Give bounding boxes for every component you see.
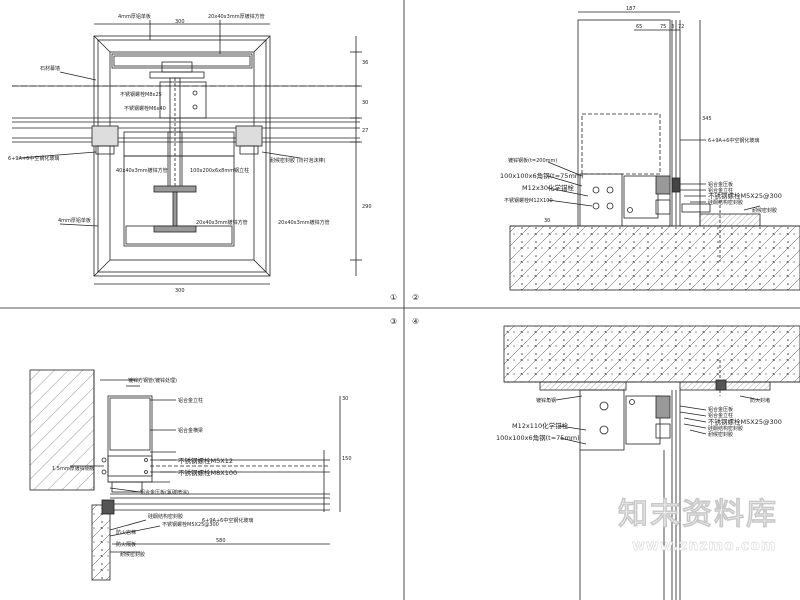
p1-tube-40: 40x40x3mm镀锌方管: [116, 167, 168, 174]
p3-label-2: 铝合金立柱: [178, 397, 203, 404]
p3-label-4: 不锈钢螺栓M5X12: [178, 456, 233, 465]
p2-dim-d: 72: [678, 24, 684, 30]
p1-label-mid1: 不锈钢螺栓M8x25: [120, 91, 162, 98]
p1-dim-d4: 290: [362, 204, 372, 210]
p1-dim-d2: 30: [362, 100, 368, 106]
p3-dim-mid: 150: [342, 456, 352, 462]
p3-dim-top: 30: [342, 396, 348, 402]
panel-4-top-section: [503, 325, 800, 600]
p2-glass: 6+9A+6中空钢化玻璃: [708, 137, 759, 144]
watermark-logo: 知末资料库 www.znzmo.com: [618, 497, 778, 555]
p2-right-3: 不锈钢螺栓M5X25@300: [708, 191, 782, 200]
p2-label-1: 镀锌钢板(t=200mm): [508, 157, 557, 164]
p1-label-top-left: 石材幕墙: [40, 65, 60, 72]
detail-mark-1: ①: [390, 293, 397, 302]
watermark-url: www.znzmo.com: [632, 538, 777, 554]
p1-dim-w-top: 300: [175, 19, 185, 25]
p2-dim-a: 65: [636, 24, 642, 30]
p3-label-7: 铝合金压板(氟碳喷涂): [140, 489, 189, 496]
detail-mark-3: ③: [390, 317, 397, 326]
p1-dim-w-bottom: 300: [175, 288, 185, 294]
p3-label-6: 1.5mm厚镀锌钢板: [52, 465, 95, 472]
p2-dim-b: 75: [660, 24, 666, 30]
panel-1-horizontal-section: [12, 20, 362, 285]
detail-mark-2: ②: [412, 293, 419, 302]
p4-right-3: 不锈钢螺栓M5X25@300: [708, 417, 782, 426]
p1-plate-top: 4mm厚铝单板: [118, 13, 151, 20]
p3-label-3: 铝合金横梁: [178, 427, 203, 434]
p4-label-1: 镀锌角钢: [536, 397, 556, 404]
panel-2-labels: 187 65 75 3 72 345 6+9A+6中空钢化玻璃 镀锌钢板(t=2…: [412, 6, 782, 302]
p2-right-2: 铝合金立柱: [708, 187, 733, 194]
p2-dim-c: 3: [671, 24, 674, 30]
panel-2-base-section: [509, 11, 800, 291]
p4-label-3: 100x100x6角钢(t=75mm): [496, 433, 580, 442]
p2-label-3: M12x30化学锚栓: [522, 183, 574, 192]
p3-label-5: 不锈钢螺栓M8X100: [178, 468, 237, 477]
panel-1-labels: 4mm厚铝单板 20x40x3mm厚镀锌方管 300 石材幕墙 不锈钢螺栓M8x…: [8, 13, 397, 302]
p1-dim-d1: 36: [362, 60, 368, 66]
p3-label-12: 防火隔板: [116, 541, 136, 548]
p4-right-5: 耐候密封胶: [708, 431, 733, 438]
p3-label-9: 不锈钢螺栓M5X25@300: [162, 521, 219, 528]
p1-tube-100: 100x200x6x8mm钢立柱: [190, 167, 249, 174]
p2-right-4: 硅酮结构密封胶: [708, 199, 743, 206]
p1-sealant-right: 耐候密封胶 (背衬泡沫棒): [270, 157, 326, 164]
p4-right-4: 硅酮结构密封胶: [708, 425, 743, 432]
panel-3-labels: 镀锌方钢管(镀锌处理) 30 铝合金立柱 铝合金横梁 150 不锈钢螺栓M5X1…: [52, 317, 397, 558]
p3-label-8: 硅酮结构密封胶: [148, 513, 183, 520]
p2-label-4: 不锈钢螺栓M12X100: [504, 197, 553, 204]
p4-right-1: 铝合金压板: [708, 406, 733, 413]
p2-dim-side: 345: [702, 116, 712, 122]
p2-right-5: 耐候密封胶: [752, 207, 777, 214]
p4-right-2: 铝合金立柱: [708, 412, 733, 419]
p3-label-10: 6+9A+6中空钢化玻璃: [202, 517, 253, 524]
p4-label-2: M12x110化学锚栓: [512, 421, 569, 430]
p2-label-2: 100x100x6角钢(t=75mm): [500, 171, 584, 180]
p1-tube-b1: 20x40x3mm镀锌方管: [196, 219, 248, 226]
p4-right-6: 防火封堵: [750, 397, 770, 404]
p1-glass-left: 6+9A+6中空钢化玻璃: [8, 155, 59, 162]
panel-3-side-section: [29, 369, 341, 581]
p1-label-mid2: 不锈钢螺栓M6x40: [124, 105, 166, 112]
p1-tube-top: 20x40x3mm厚镀锌方管: [208, 13, 265, 20]
watermark-name: 知末资料库: [618, 497, 778, 532]
p3-label-11: 防火岩棉: [116, 529, 136, 536]
p2-right-1: 铝合金压板: [708, 181, 733, 188]
p1-tube-b2: 20x40x3mm镀锌方管: [278, 219, 330, 226]
p1-dim-d3: 27: [362, 128, 368, 134]
p1-plate-bottom: 4mm厚铝单板: [58, 217, 91, 224]
detail-mark-4: ④: [412, 317, 419, 326]
p3-dim-width: 580: [216, 538, 226, 544]
p3-label-13: 耐候密封胶: [120, 551, 145, 558]
p2-dim-bottom: 30: [544, 218, 550, 224]
panel-4-labels: 镀锌角钢 M12x110化学锚栓 100x100x6角钢(t=75mm) 铝合金…: [412, 317, 782, 442]
p3-label-1: 镀锌方钢管(镀锌处理): [128, 377, 177, 384]
p2-dim-top: 187: [626, 6, 636, 12]
